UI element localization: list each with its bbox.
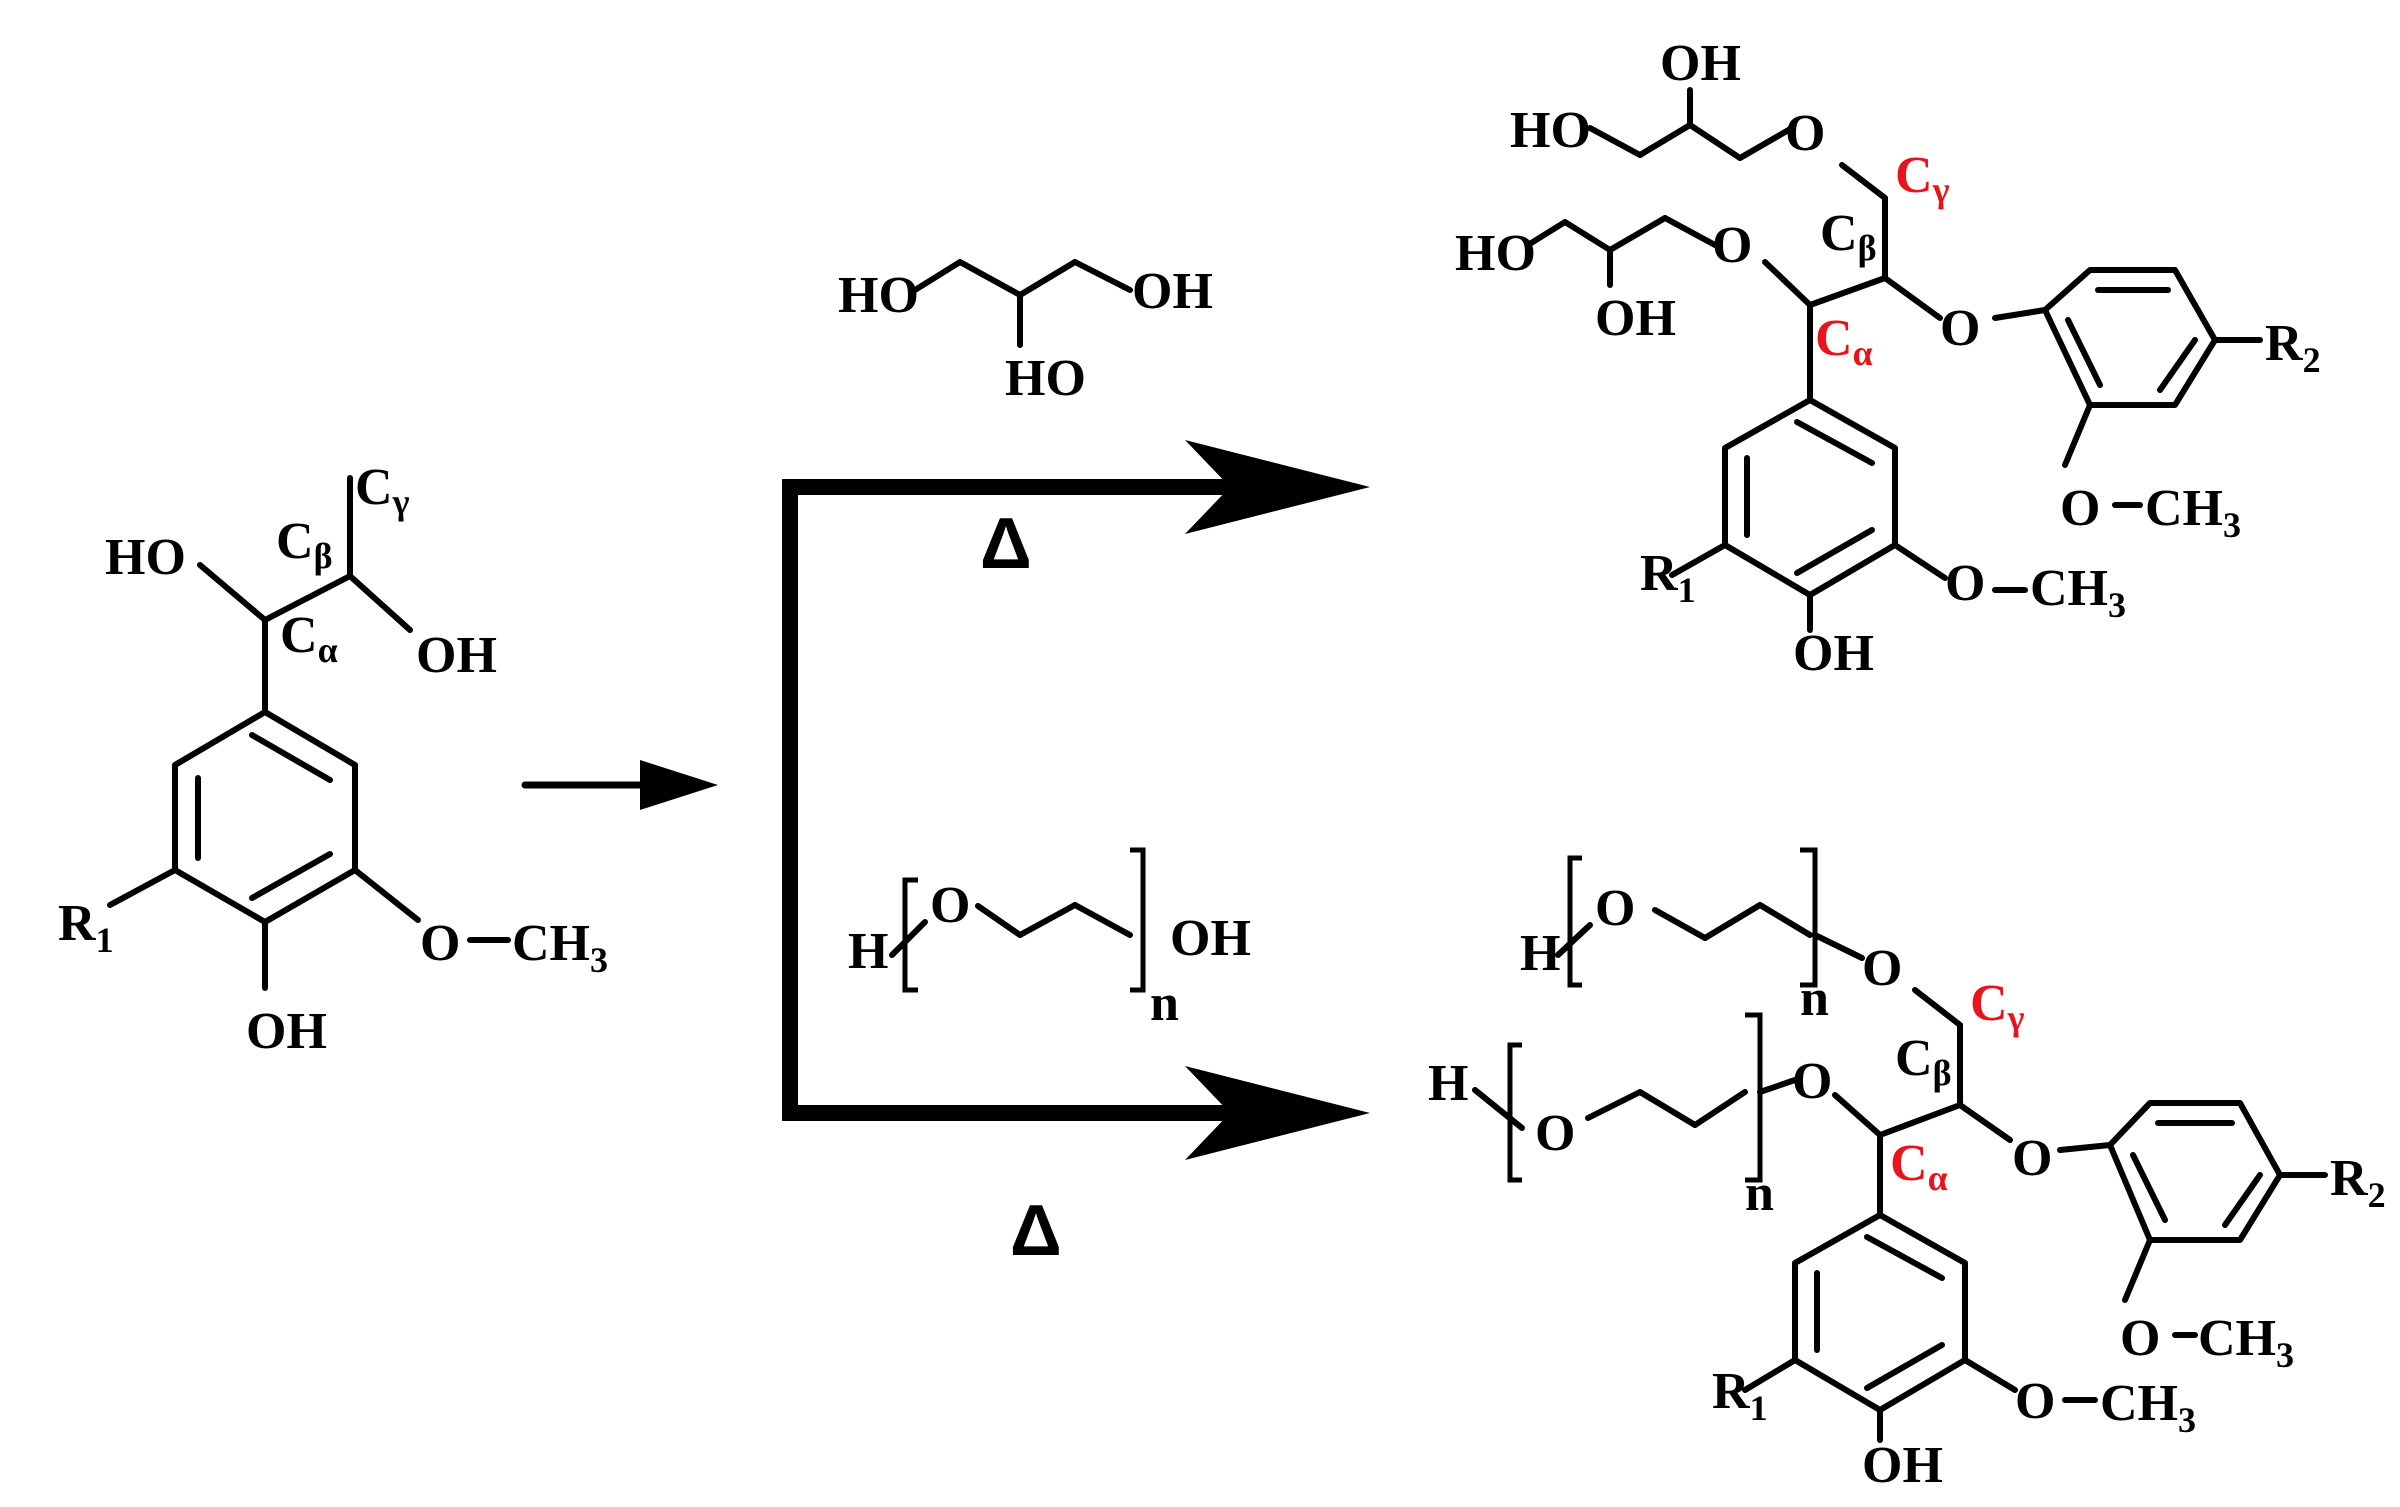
r2-label: R2 <box>2265 315 2321 380</box>
c-alpha-label-red: Cα <box>1815 310 1873 373</box>
top-arrowhead <box>1185 440 1370 534</box>
gly2-ho-left: HO <box>1510 102 1591 159</box>
c-beta-label: Cβ <box>276 513 333 576</box>
peg-oh-label: OH <box>1170 910 1251 967</box>
peg-product: H O n O Cγ Cβ H O n O Cα O R2 O CH3 R1 O… <box>1428 847 2386 1494</box>
ether-o-alpha: O <box>1792 1053 1832 1110</box>
r1-label: R1 <box>1712 1363 1768 1428</box>
peg1-h-label: H <box>1428 1055 1468 1112</box>
ether-o-gamma: O <box>1862 940 1902 997</box>
r1-label: R1 <box>58 895 114 960</box>
peg-h-label: H <box>848 923 888 980</box>
c-gamma-label-red: Cγ <box>1970 975 2025 1038</box>
r2-label: R2 <box>2330 1150 2386 1215</box>
peg2-o-label: O <box>1595 880 1635 937</box>
aryl-methoxy-o: O <box>2060 480 2100 537</box>
aryl-ether-o: O <box>2012 1130 2052 1187</box>
c-beta-label: Cβ <box>1820 205 1877 268</box>
gly1-oh-bottom: OH <box>1595 290 1676 347</box>
c-alpha-label: Cα <box>280 607 338 670</box>
heat-symbol-bottom: Δ <box>1010 1191 1062 1271</box>
ether-o-gamma: O <box>1785 105 1825 162</box>
glycerol-oh-right: OH <box>1132 263 1213 320</box>
c-alpha-label-red: Cα <box>1890 1135 1948 1198</box>
peg-reagent: H O OH n <box>848 847 1251 1032</box>
bottom-arrowhead <box>1185 1066 1370 1160</box>
glycerol-ho-bottom: HO <box>1005 350 1086 407</box>
peg-o-label: O <box>930 877 970 934</box>
aryl-ether-o: O <box>1940 300 1980 357</box>
peg-n-label: n <box>1150 975 1179 1032</box>
heat-symbol-top: Δ <box>980 504 1032 584</box>
phenol-oh-label: OH <box>246 1003 327 1060</box>
reaction-arrow <box>521 760 718 810</box>
peg2-h-label: H <box>1520 925 1560 982</box>
methoxy-o-label: O <box>420 915 460 972</box>
starting-material: HO OH Cγ Cβ Cα R1 OH O CH3 <box>58 459 608 1060</box>
c-beta-label: Cβ <box>1895 1030 1952 1093</box>
c-gamma-label-red: Cγ <box>1895 147 1950 210</box>
methoxy-o: O <box>1945 555 1985 612</box>
peg2-n-label: n <box>1800 970 1829 1027</box>
phenol-oh: OH <box>1793 625 1874 682</box>
branch-arrows: Δ Δ <box>782 440 1370 1271</box>
aryl-methoxy-o: O <box>2120 1310 2160 1367</box>
methyl: CH3 <box>2100 1375 2196 1440</box>
peg1-o-label: O <box>1535 1105 1575 1162</box>
r1-label: R1 <box>1640 545 1696 610</box>
glycerol-product: OH HO O Cγ Cβ HO O OH Cα O R2 O CH3 R1 O… <box>1455 35 2321 682</box>
glycerol-ho-left: HO <box>838 267 919 324</box>
gly2-oh-top: OH <box>1660 35 1741 92</box>
phenol-oh: OH <box>1862 1437 1943 1494</box>
gly1-ho-left: HO <box>1455 225 1536 282</box>
ether-o-alpha: O <box>1712 217 1752 274</box>
methoxy-o: O <box>2015 1373 2055 1430</box>
aryl-methyl: CH3 <box>2145 480 2241 545</box>
methyl: CH3 <box>2030 560 2126 625</box>
c-gamma-label: Cγ <box>355 459 410 522</box>
hydroxyl-alpha-label: HO <box>105 529 186 586</box>
aryl-methyl: CH3 <box>2198 1310 2294 1375</box>
glycerol-reagent: HO OH HO <box>838 259 1213 407</box>
peg1-n-label: n <box>1745 1165 1774 1222</box>
methyl-label: CH3 <box>512 915 608 980</box>
hydroxyl-gamma-label: OH <box>416 627 497 684</box>
